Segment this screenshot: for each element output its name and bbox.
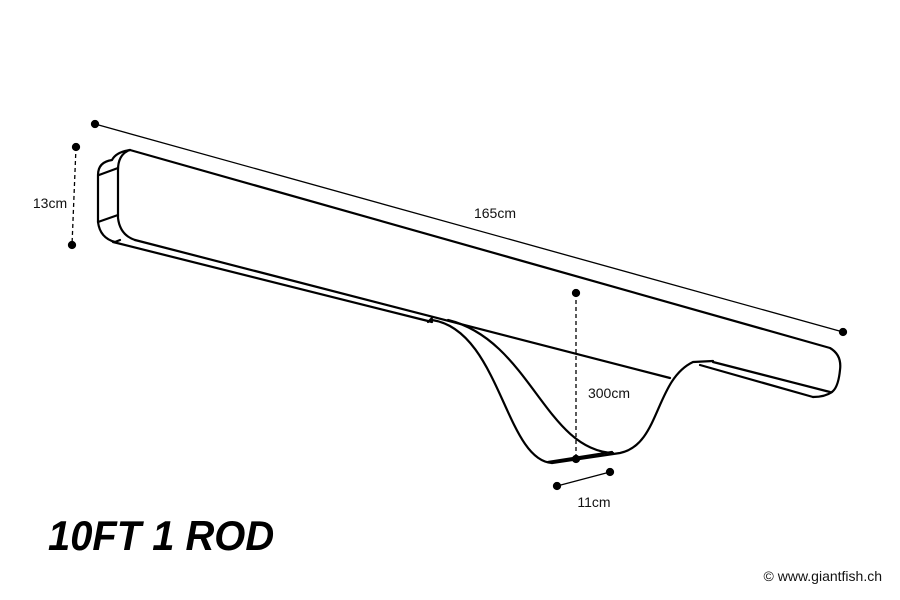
copyright-notice: © www.giantfish.ch [763,568,882,584]
length-dimension-line [94,123,844,333]
height-dimension-line [71,146,77,246]
length-label: 165cm [473,205,517,221]
width-dimension-line [556,471,611,487]
width-label: 11cm [577,494,611,510]
product-title: 10FT 1 ROD [48,512,275,559]
rod-outline [96,148,842,465]
height-label: 13cm [32,195,68,211]
drop-label: 300cm [587,385,631,401]
